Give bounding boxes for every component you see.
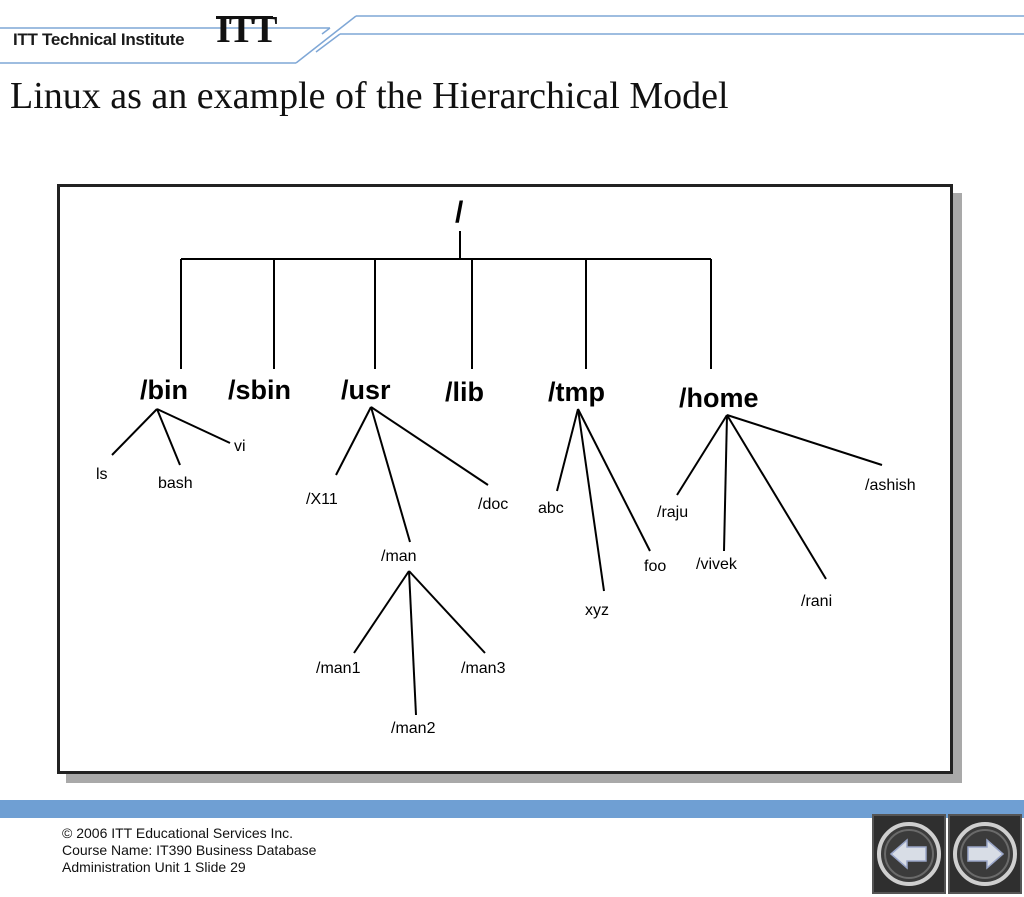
leaf-bash: bash <box>158 475 193 492</box>
leaf-rani: /rani <box>801 593 832 610</box>
arrow-left-icon <box>877 822 941 886</box>
leaf-vivek: /vivek <box>696 556 738 573</box>
leaf-man1: /man1 <box>316 660 361 677</box>
leaf-doc: /doc <box>478 496 508 513</box>
arrow-right-icon <box>953 822 1017 886</box>
leaf-xyz: xyz <box>585 602 609 619</box>
leaf-man3: /man3 <box>461 660 506 677</box>
footer-copyright: © 2006 ITT Educational Services Inc. <box>62 825 294 841</box>
leaf-ls: ls <box>96 466 108 483</box>
previous-slide-button[interactable] <box>872 814 946 894</box>
branch-tmp: /tmp <box>548 377 605 407</box>
leaf-ashish: /ashish <box>865 477 916 494</box>
footer-course: Course Name: IT390 Business Database <box>62 842 317 858</box>
leaf-vi: vi <box>234 438 246 455</box>
slide-title: Linux as an example of the Hierarchical … <box>10 75 729 117</box>
footer-bar <box>0 800 1024 818</box>
slide-header: ITT Technical Institute ITT <box>0 0 1024 70</box>
header-rule-lines <box>0 15 1024 64</box>
brand-name: ITT Technical Institute <box>13 30 185 49</box>
directory-tree: / /bin /sbin /usr /lib /tmp /home ls bas… <box>96 196 916 737</box>
itt-logo: ITT <box>216 9 278 51</box>
leaf-x11: /X11 <box>306 491 338 508</box>
branch-usr: /usr <box>341 375 391 405</box>
next-slide-button[interactable] <box>948 814 1022 894</box>
branch-home: /home <box>679 383 759 413</box>
footer-credits: © 2006 ITT Educational Services Inc. Cou… <box>62 825 316 876</box>
leaf-man2: /man2 <box>391 720 436 737</box>
leaf-foo: foo <box>644 558 666 575</box>
branch-bin: /bin <box>140 375 188 405</box>
branch-sbin: /sbin <box>228 375 291 405</box>
tree-root: / <box>455 196 464 229</box>
branch-lib: /lib <box>445 377 484 407</box>
leaf-abc: abc <box>538 500 564 517</box>
leaf-man: /man <box>381 548 417 565</box>
footer-unit: Administration Unit 1 Slide 29 <box>62 859 246 875</box>
leaf-raju: /raju <box>657 504 688 521</box>
hierarchy-diagram: / /bin /sbin /usr /lib /tmp /home ls bas… <box>57 184 953 774</box>
